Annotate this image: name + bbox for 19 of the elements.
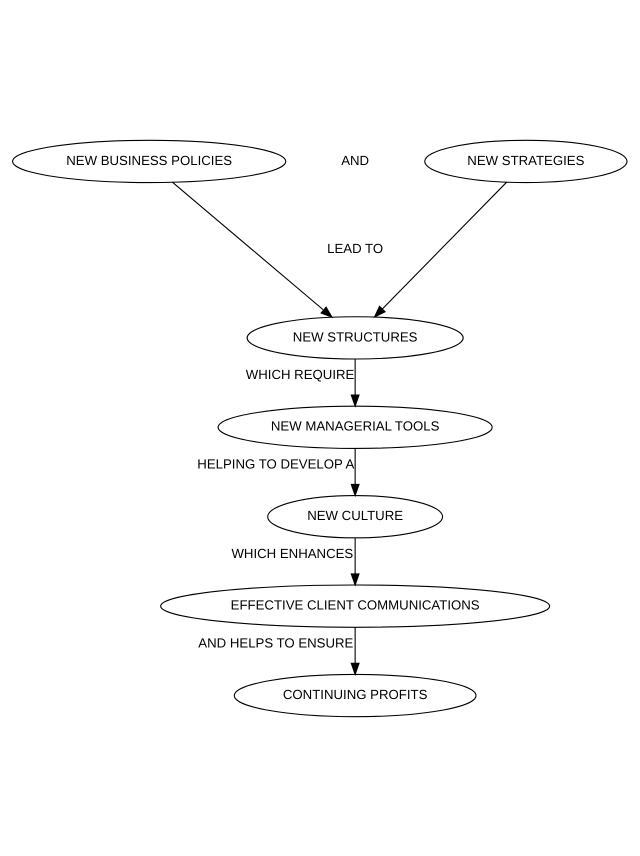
label: AND (341, 152, 370, 168)
node-ellipse: NEW STRUCTURES (246, 316, 464, 360)
node-ellipse: CONTINUING PROFITS (234, 673, 477, 717)
arrow (172, 181, 334, 318)
arrow (350, 538, 360, 586)
arrow (373, 181, 508, 318)
edge-label: WHICH REQUIRE (246, 366, 354, 382)
node-ellipse: NEW BUSINESS POLICIES (12, 139, 286, 183)
arrow (350, 626, 360, 676)
edge-label: HELPING TO DEVELOP A (197, 456, 354, 472)
arrow (350, 358, 360, 408)
node-ellipse: NEW CULTURE (267, 494, 444, 538)
node-ellipse: NEW MANAGERIAL TOOLS (218, 405, 493, 448)
edge-label: WHICH ENHANCES (231, 545, 354, 560)
edge-label: AND HELPS TO ENSURE (198, 634, 354, 650)
label: LEAD TO (327, 240, 384, 256)
node-ellipse: EFFECTIVE CLIENT COMMUNICATIONS (160, 584, 550, 628)
arrow (350, 448, 360, 497)
node-ellipse: NEW STRATEGIES (424, 139, 628, 183)
